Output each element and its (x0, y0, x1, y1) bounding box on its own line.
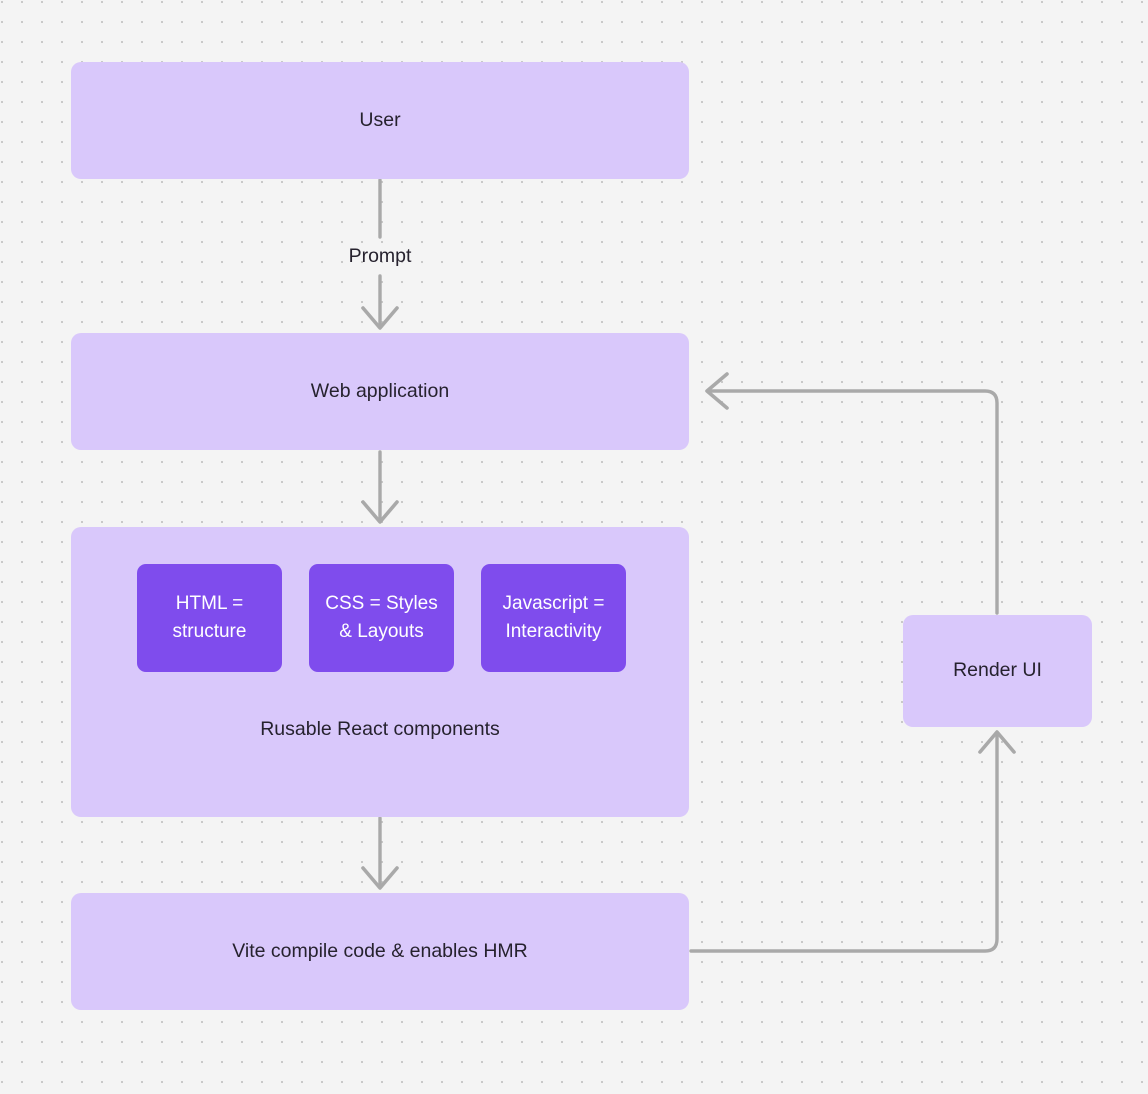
chip-row: HTML = structure CSS = Styles & Layouts … (137, 564, 626, 672)
react-components-caption: Rusable React components (260, 718, 500, 740)
node-render-ui[interactable]: Render UI (903, 615, 1092, 727)
node-web-application[interactable]: Web application (71, 333, 689, 450)
arrowhead-components-to-vite (361, 866, 399, 890)
edge-vite-to-render (689, 731, 999, 953)
node-web-application-label: Web application (310, 379, 450, 402)
node-render-ui-label: Render UI (953, 659, 1042, 682)
edge-render-to-webapp (707, 389, 999, 615)
edge-label-prompt: Prompt (348, 245, 412, 267)
chip-javascript-label: Javascript = Interactivity (502, 592, 605, 643)
node-user-label: User (359, 108, 401, 131)
arrowhead-render-to-webapp (705, 372, 729, 410)
node-react-components-group[interactable]: HTML = structure CSS = Styles & Layouts … (71, 527, 689, 817)
chip-javascript[interactable]: Javascript = Interactivity (481, 564, 626, 672)
chip-css[interactable]: CSS = Styles & Layouts (309, 564, 454, 672)
chip-css-label: CSS = Styles & Layouts (325, 592, 438, 643)
arrowhead-prompt-to-webapp (361, 306, 399, 330)
node-vite-label: Vite compile code & enables HMR (232, 939, 528, 962)
chip-html-label: HTML = structure (172, 592, 247, 643)
arrowhead-webapp-to-components (361, 500, 399, 524)
arrowhead-vite-to-render (978, 730, 1016, 754)
chip-html[interactable]: HTML = structure (137, 564, 282, 672)
node-vite[interactable]: Vite compile code & enables HMR (71, 893, 689, 1010)
node-user[interactable]: User (71, 62, 689, 179)
